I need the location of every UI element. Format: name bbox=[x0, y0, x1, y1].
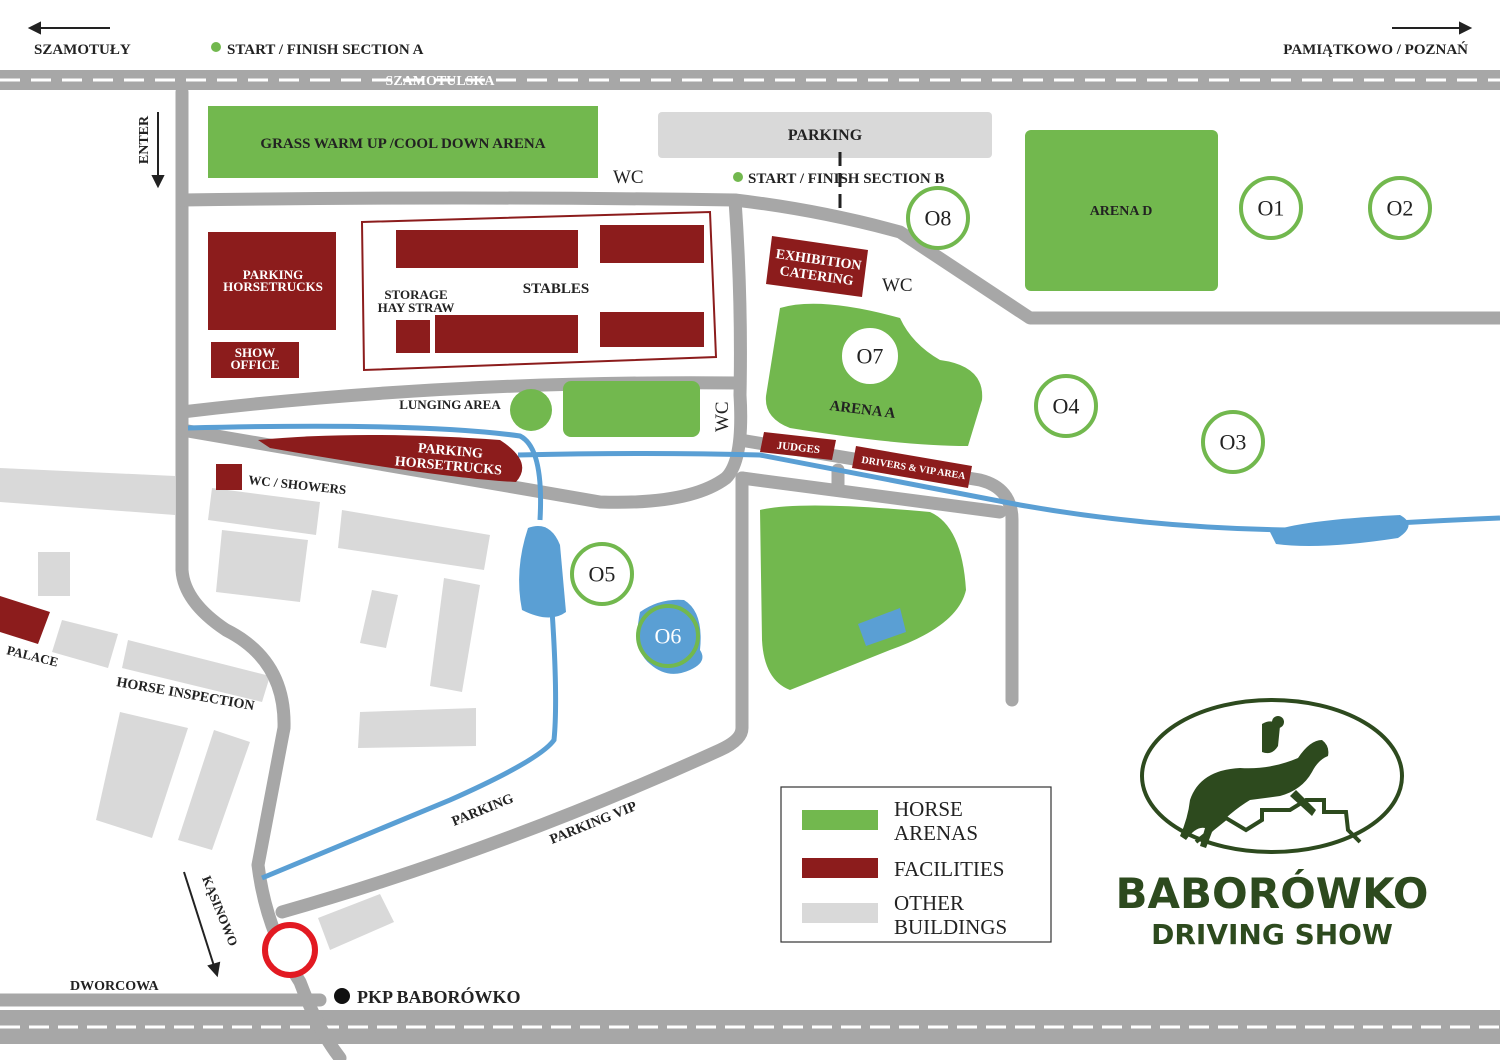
logo-title: BABORÓWKO bbox=[1116, 868, 1429, 918]
legend-swatch-facilities bbox=[802, 858, 878, 878]
arena-d-label: ARENA D bbox=[1090, 204, 1153, 219]
stables-label: STABLES bbox=[523, 281, 589, 297]
wc-label-3: WC bbox=[712, 401, 733, 432]
grass-arena-label: GRASS WARM UP /COOL DOWN ARENA bbox=[260, 136, 545, 152]
logo: BABORÓWKO DRIVING SHOW bbox=[1116, 698, 1429, 951]
direction-arrow-right bbox=[1392, 21, 1473, 35]
obstacle-label-o3: O3 bbox=[1220, 430, 1247, 455]
dworcowa-label: DWORCOWA bbox=[70, 979, 160, 994]
logo-buildings-outline bbox=[1194, 798, 1362, 844]
road-szamotulska: SZAMOTULSKA bbox=[386, 74, 496, 89]
parking-horsetrucks-lower-1: PARKING bbox=[417, 441, 483, 462]
legend-other-2: BUILDINGS bbox=[894, 915, 1007, 939]
storage-label-2: HAY STRAW bbox=[378, 300, 455, 315]
stables-enclosure bbox=[360, 210, 718, 372]
obstacle-label-o5: O5 bbox=[589, 562, 616, 587]
legend-swatch-other bbox=[802, 903, 878, 923]
kasinowo-arrow bbox=[183, 871, 221, 978]
enter-arrow bbox=[151, 112, 165, 189]
other-buildings bbox=[0, 112, 992, 950]
obstacle-label-o6: O6 bbox=[655, 624, 682, 649]
obstacles bbox=[570, 176, 1432, 668]
facilities bbox=[0, 225, 972, 644]
storage-label-1: STORAGE bbox=[384, 287, 447, 302]
pkp-station-dot bbox=[334, 988, 350, 1004]
legend: HORSE ARENAS FACILITIES OTHER BUILDINGS bbox=[780, 786, 1052, 943]
start-b-dot bbox=[733, 172, 743, 182]
direction-arrow-left bbox=[27, 21, 110, 35]
direction-szamotuly: SZAMOTUŁY bbox=[34, 42, 131, 58]
obstacle-label-o1: O1 bbox=[1258, 196, 1285, 221]
obstacle-o6 bbox=[636, 604, 700, 668]
palace-label: PALACE bbox=[5, 642, 60, 669]
logo-subtitle: DRIVING SHOW bbox=[1151, 918, 1393, 951]
obstacle-o7 bbox=[838, 324, 902, 388]
arena-pond bbox=[858, 608, 906, 646]
parking-top-label: PARKING bbox=[788, 127, 863, 144]
start-b-label: START / FINISH SECTION B bbox=[748, 171, 944, 187]
legend-arenas-2: ARENAS bbox=[894, 821, 978, 845]
pkp-station-label: PKP BABORÓWKO bbox=[357, 986, 521, 1007]
obstacle-o3 bbox=[1201, 410, 1265, 474]
obstacle-label-o7: O7 bbox=[857, 344, 884, 369]
obstacle-o8 bbox=[906, 186, 970, 250]
obstacle-label-o2: O2 bbox=[1387, 196, 1414, 221]
legend-facilities: FACILITIES bbox=[894, 857, 1004, 881]
direction-pamiatkowo: PAMIĄTKOWO / POZNAŃ bbox=[1283, 41, 1468, 58]
start-a-label: START / FINISH SECTION A bbox=[227, 42, 424, 58]
railway bbox=[0, 1010, 1500, 1044]
main-road-szamotulska bbox=[0, 70, 1500, 90]
roads bbox=[0, 85, 1500, 1060]
obstacle-label-o4: O4 bbox=[1053, 394, 1080, 419]
logo-oval bbox=[1140, 698, 1404, 854]
show-office-label-2: OFFICE bbox=[230, 357, 279, 372]
lunging-area-label: LUNGING AREA bbox=[399, 397, 501, 412]
ponds bbox=[519, 515, 1409, 674]
enter-label: ENTER bbox=[137, 115, 152, 164]
start-a-dot bbox=[211, 42, 221, 52]
legend-other-1: OTHER bbox=[894, 891, 964, 915]
obstacle-o2 bbox=[1368, 176, 1432, 240]
legend-swatch-arenas bbox=[802, 810, 878, 830]
obstacle-o1 bbox=[1239, 176, 1303, 240]
wc-showers-label: WC / SHOWERS bbox=[248, 472, 347, 497]
obstacle-o5 bbox=[570, 542, 634, 606]
show-office-label-1: SHOW bbox=[235, 345, 275, 360]
wc-label-1: WC bbox=[613, 167, 644, 188]
legend-arenas-1: HORSE bbox=[894, 797, 963, 821]
parking-horsetrucks-label-1: PARKING bbox=[243, 267, 303, 282]
judges-label: JUDGES bbox=[776, 440, 820, 456]
obstacle-o4 bbox=[1034, 374, 1098, 438]
parking-horsetrucks-label-2: HORSETRUCKS bbox=[223, 279, 323, 294]
roundabout bbox=[262, 922, 318, 978]
logo-horse-icon bbox=[1180, 716, 1329, 848]
obstacle-label-o8: O8 bbox=[925, 206, 952, 231]
wc-label-2: WC bbox=[882, 275, 913, 296]
